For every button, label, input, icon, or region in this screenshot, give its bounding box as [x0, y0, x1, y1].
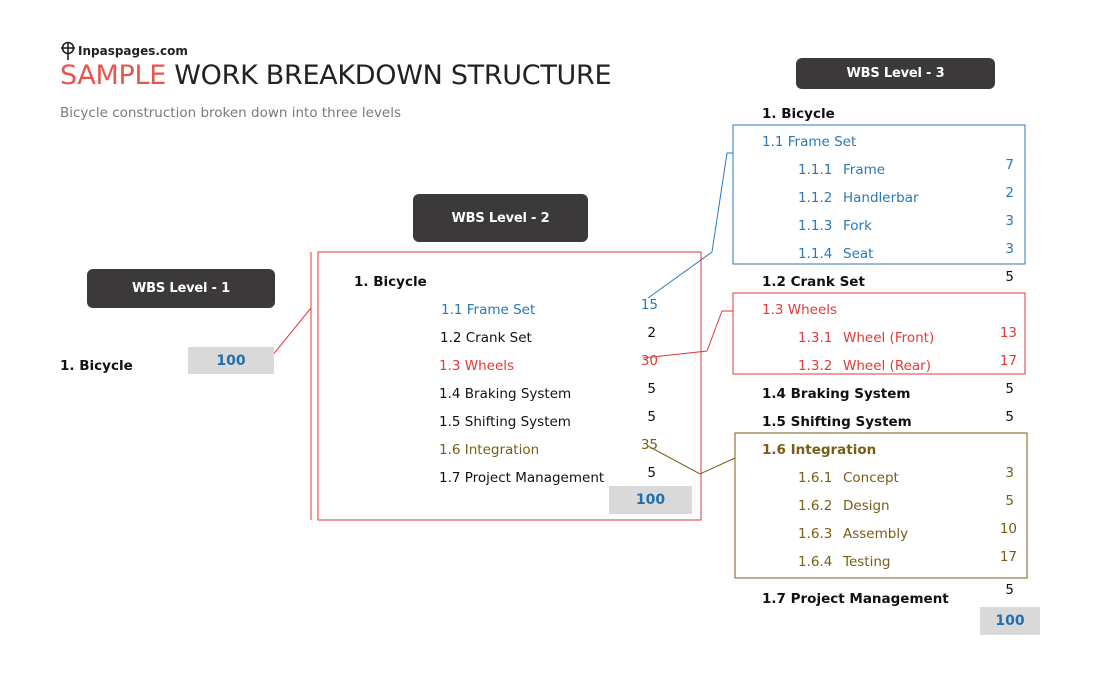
level1-total: 100 — [188, 347, 274, 374]
level3-item-name: Fork — [843, 218, 872, 234]
level2-total: 100 — [609, 486, 692, 514]
level2-item-label: 1.4 Braking System — [439, 386, 572, 402]
level2-item-label: 1.1 Frame Set — [441, 302, 536, 318]
wbs-level-2-pill: WBS Level - 2 — [413, 194, 588, 242]
level2-item-value: 30 — [640, 353, 658, 369]
level3-item-code: 1.6.3 — [798, 526, 833, 542]
connector-frame-set — [647, 152, 733, 299]
level3-item-name: Seat — [843, 246, 874, 262]
level2-item-label: 1.3 Wheels — [439, 358, 515, 374]
level3-item-value: 10 — [999, 521, 1017, 537]
page-subtitle: Bicycle construction broken down into th… — [60, 105, 402, 121]
level2-item-label: 1.6 Integration — [439, 442, 540, 458]
level2-item-value: 5 — [647, 381, 656, 397]
level3-item-name: Frame — [843, 162, 886, 178]
level1-item: 1. Bicycle — [60, 358, 133, 374]
level3-shifting-label: 1.5 Shifting System — [762, 414, 912, 430]
level3-item-name: Handlerbar — [843, 190, 919, 206]
level3-item-name: Design — [843, 498, 890, 514]
level3-project-mgmt-value: 5 — [1005, 582, 1014, 598]
level3-item-value: 13 — [999, 325, 1017, 341]
frame-set-box — [732, 124, 1026, 265]
level2-item-value: 2 — [647, 325, 656, 341]
level3-item-name: Testing — [843, 554, 891, 570]
level3-item-code: 1.1.3 — [798, 218, 833, 234]
level3-item-code: 1.1.4 — [798, 246, 833, 262]
level3-item-value: 7 — [1005, 157, 1014, 173]
pin-icon — [61, 41, 75, 60]
level3-item-name: Assembly — [843, 526, 909, 542]
connector-wheels — [642, 310, 733, 359]
level3-item-name: Wheel (Front) — [843, 330, 935, 346]
level3-item-value: 17 — [999, 549, 1017, 565]
level3-integration-label: 1.6 Integration — [762, 442, 877, 458]
level3-item-name: Wheel (Rear) — [843, 358, 931, 374]
wbs-level-3-pill: WBS Level - 3 — [796, 58, 995, 89]
brand-logo: Inpaspages.com — [60, 40, 188, 62]
level3-item-code: 1.6.1 — [798, 470, 833, 486]
level2-item-value: 15 — [640, 297, 658, 313]
level2-item-label: 1.5 Shifting System — [439, 414, 571, 430]
level3-item-code: 1.6.4 — [798, 554, 833, 570]
level3-item-code: 1.6.2 — [798, 498, 833, 514]
level3-total: 100 — [980, 607, 1040, 635]
page-title: SAMPLE WORK BREAKDOWN STRUCTURE — [60, 60, 612, 91]
level3-root: 1. Bicycle — [762, 106, 835, 122]
title-highlight: SAMPLE — [60, 60, 166, 91]
level3-braking-label: 1.4 Braking System — [762, 386, 911, 402]
level2-item-label: 1.7 Project Management — [439, 470, 605, 486]
wheels-box — [732, 292, 1026, 375]
level3-crank-set-label: 1.2 Crank Set — [762, 274, 865, 290]
level3-shifting-value: 5 — [1005, 409, 1014, 425]
level2-item-value: 5 — [647, 465, 656, 481]
level3-wheels-label: 1.3 Wheels — [762, 302, 838, 318]
title-rest: WORK BREAKDOWN STRUCTURE — [166, 60, 612, 91]
level3-item-code: 1.3.2 — [798, 358, 833, 374]
connector-integration — [647, 445, 736, 475]
level3-braking-value: 5 — [1005, 381, 1014, 397]
level2-item-value: 5 — [647, 409, 656, 425]
level3-crank-set-value: 5 — [1005, 269, 1014, 285]
level3-item-code: 1.1.1 — [798, 162, 833, 178]
level3-item-value: 17 — [999, 353, 1017, 369]
wbs-level-1-pill: WBS Level - 1 — [87, 269, 275, 308]
level3-item-name: Concept — [843, 470, 899, 486]
brand-name: Inpaspages.com — [78, 44, 188, 58]
level3-item-code: 1.1.2 — [798, 190, 833, 206]
integration-box — [734, 432, 1028, 579]
level3-item-value: 3 — [1005, 465, 1014, 481]
level3-project-mgmt-label: 1.7 Project Management — [762, 591, 949, 607]
level2-item-value: 35 — [640, 437, 658, 453]
level3-frame-set-label: 1.1 Frame Set — [762, 134, 857, 150]
level2-box — [317, 251, 702, 521]
level3-item-value: 2 — [1005, 185, 1014, 201]
level2-root: 1. Bicycle — [354, 274, 427, 290]
level2-item-label: 1.2 Crank Set — [440, 330, 532, 346]
level3-item-code: 1.3.1 — [798, 330, 833, 346]
level3-item-value: 5 — [1005, 493, 1014, 509]
level3-item-value: 3 — [1005, 213, 1014, 229]
level3-item-value: 3 — [1005, 241, 1014, 257]
